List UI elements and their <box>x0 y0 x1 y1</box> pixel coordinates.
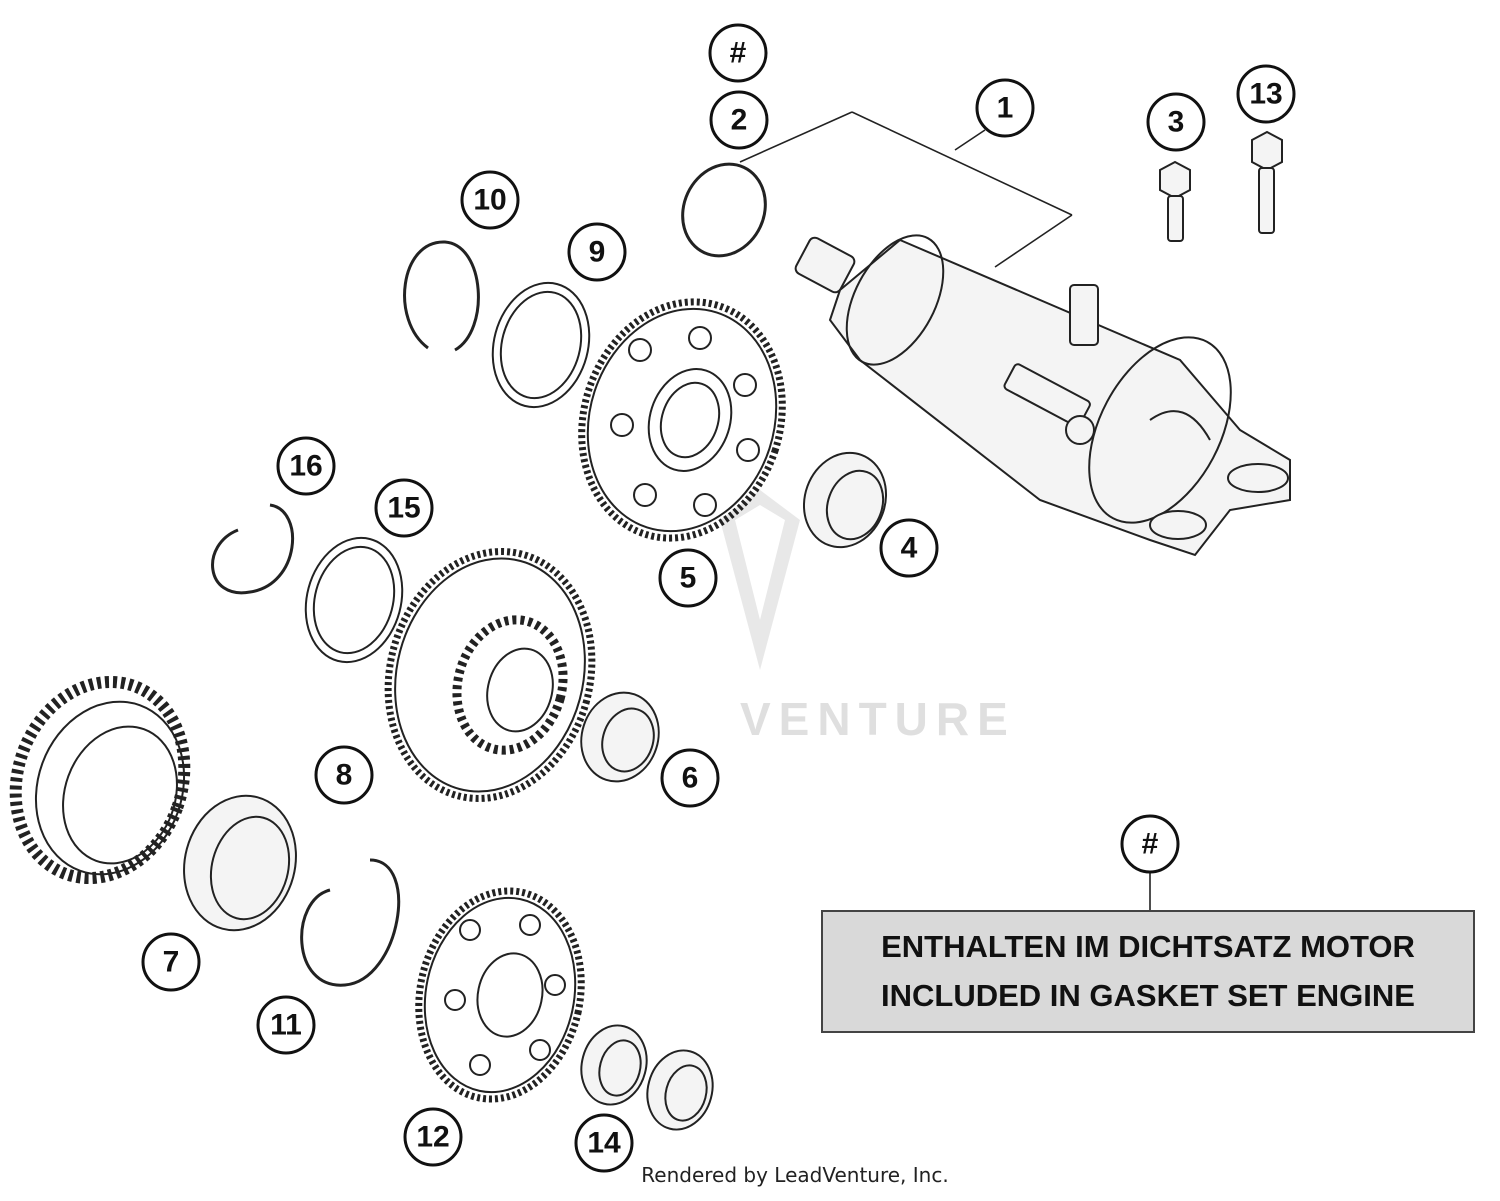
svg-text:11: 11 <box>270 1009 302 1042</box>
bolt-long <box>1251 130 1283 234</box>
circlip-11 <box>300 858 401 987</box>
callout-hash-note: # <box>1120 814 1180 874</box>
leader-lines <box>739 111 1151 910</box>
svg-text:#: # <box>730 37 747 70</box>
svg-text:10: 10 <box>473 184 506 217</box>
svg-text:12: 12 <box>416 1121 449 1154</box>
svg-text:15: 15 <box>387 492 420 525</box>
bearing-7 <box>183 794 297 932</box>
starter-motor <box>794 234 1291 557</box>
svg-text:2: 2 <box>731 104 748 137</box>
note-line-english: INCLUDED IN GASKET SET ENGINE <box>881 977 1415 1013</box>
callout-11: 11 <box>256 995 316 1055</box>
callout-12: 12 <box>403 1107 463 1167</box>
double-gear-8 <box>384 548 596 802</box>
callout-3: 3 <box>1146 92 1206 152</box>
svg-text:9: 9 <box>589 236 606 269</box>
svg-text:7: 7 <box>163 946 180 979</box>
svg-text:16: 16 <box>289 450 322 483</box>
needle-bearing-6 <box>580 691 660 783</box>
svg-text:3: 3 <box>1168 106 1185 139</box>
svg-text:14: 14 <box>587 1127 621 1160</box>
helical-gear <box>9 675 191 885</box>
callout-9: 9 <box>567 222 627 282</box>
note-line-german: ENTHALTEN IM DICHTSATZ MOTOR <box>881 929 1415 965</box>
o-ring <box>681 162 767 258</box>
svg-text:#: # <box>1142 828 1159 861</box>
circlip-16 <box>211 503 294 595</box>
svg-text:6: 6 <box>682 762 699 795</box>
callout-5: 5 <box>658 548 718 608</box>
washer-9 <box>491 281 591 409</box>
render-credit: Rendered by LeadVenture, Inc. <box>641 1163 949 1187</box>
callout-10: 10 <box>460 170 520 230</box>
washer-15 <box>304 536 404 664</box>
callout-13: 13 <box>1236 64 1296 124</box>
gear-12 <box>415 887 585 1103</box>
callout-hash-top: # <box>708 23 768 83</box>
callout-8: 8 <box>314 745 374 805</box>
svg-text:4: 4 <box>901 532 918 565</box>
svg-text:5: 5 <box>680 562 697 595</box>
callout-16: 16 <box>276 436 336 496</box>
watermark-text: VENTURE <box>740 693 1016 745</box>
callout-14: 14 <box>574 1113 634 1173</box>
circlip-10 <box>403 240 480 352</box>
bolt-short <box>1159 160 1191 242</box>
needle-bearings-14 <box>580 1024 714 1131</box>
svg-text:8: 8 <box>336 759 353 792</box>
svg-text:1: 1 <box>997 92 1014 125</box>
callout-2: 2 <box>709 90 769 150</box>
callout-1: 1 <box>975 78 1035 138</box>
needle-bearing-4 <box>802 451 888 549</box>
callout-6: 6 <box>660 748 720 808</box>
gasket-set-note: ENTHALTEN IM DICHTSATZ MOTOR INCLUDED IN… <box>821 910 1475 1033</box>
svg-text:13: 13 <box>1249 78 1282 111</box>
large-gear-5 <box>578 298 786 542</box>
callout-15: 15 <box>374 478 434 538</box>
leadventure-watermark: VENTURE <box>720 490 1016 745</box>
callout-4: 4 <box>879 518 939 578</box>
callout-7: 7 <box>141 932 201 992</box>
